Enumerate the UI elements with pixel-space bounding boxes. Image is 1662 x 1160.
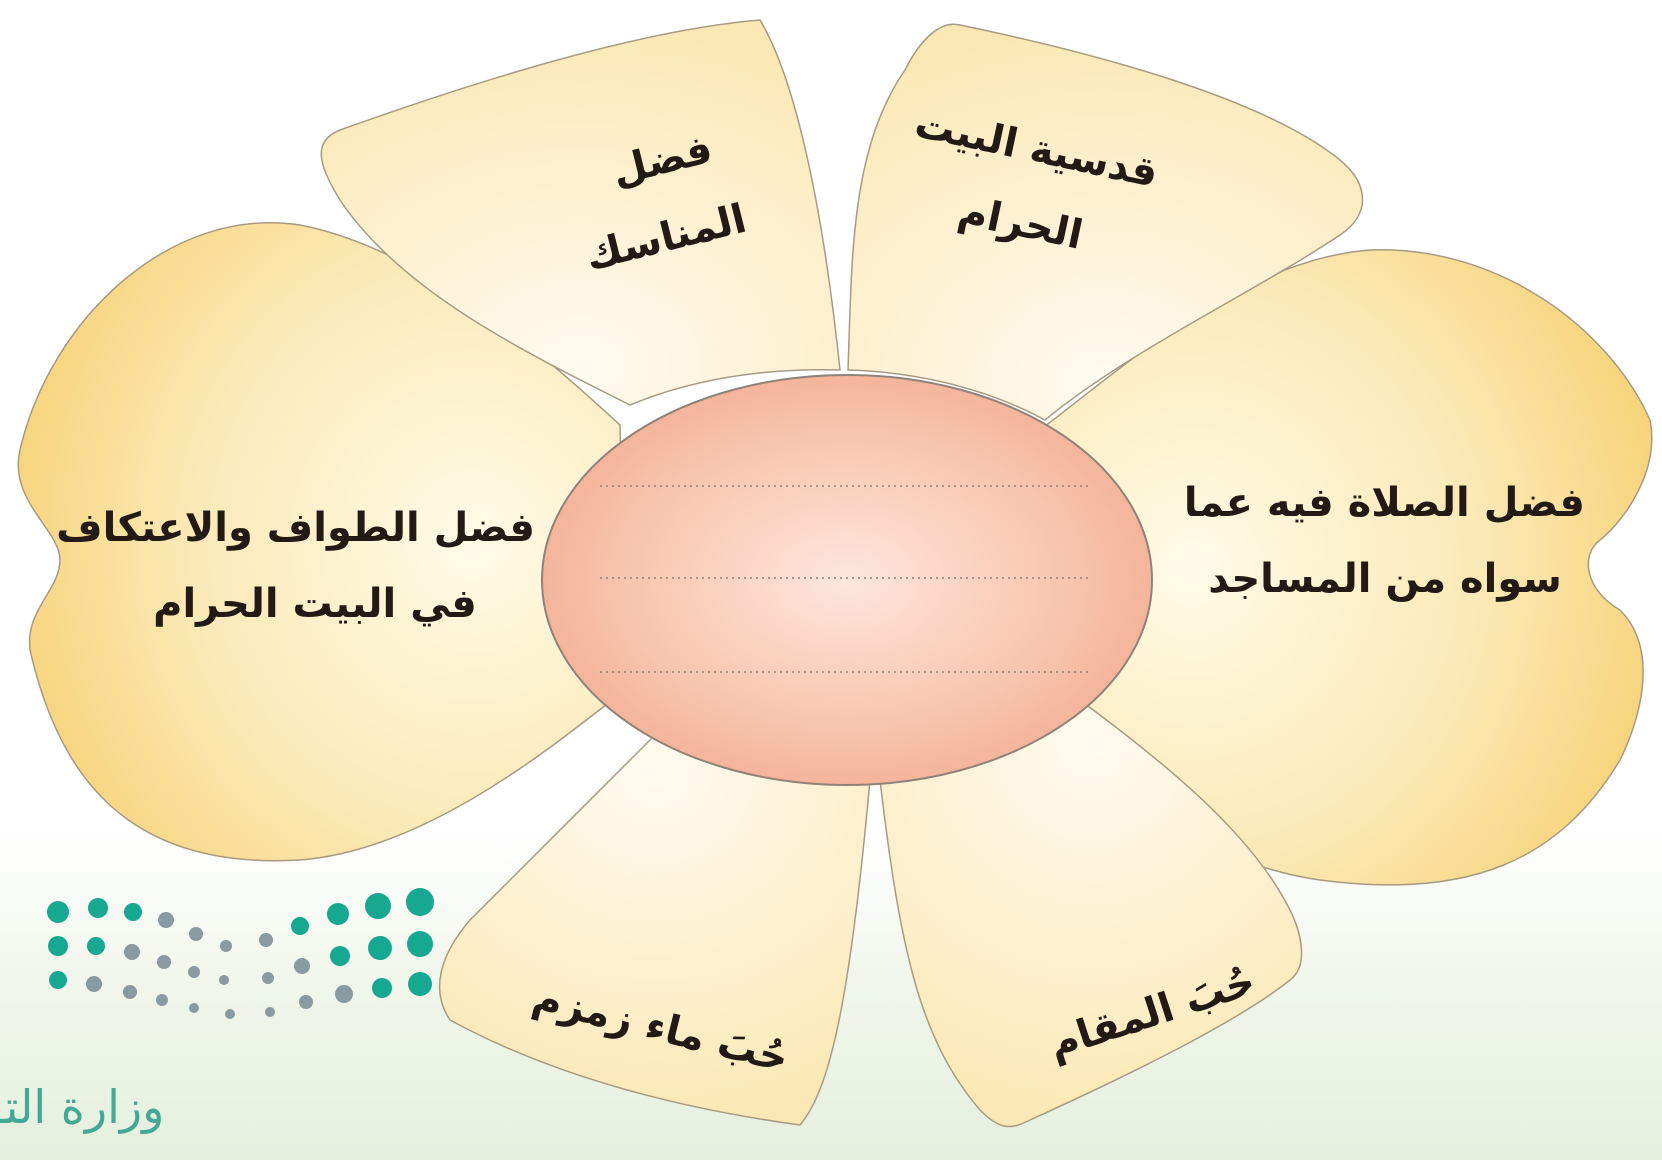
petal-right-line-2: سواه من المساجد — [1208, 556, 1562, 602]
petal-left-line-2: في البيت الحرام — [153, 581, 477, 627]
petal-top-right — [847, 23, 1364, 421]
petal-bottom-left — [438, 734, 871, 1126]
center-circle — [541, 374, 1153, 786]
ministry-logo-icon — [47, 888, 434, 1019]
petal-right-line-1: فضل الصلاة فيه عما — [1183, 480, 1585, 526]
petal-left-line-1: فضل الطواف والاعتكاف — [56, 505, 535, 551]
petal-top-left — [320, 19, 841, 406]
petal-right-text: فضل الصلاة فيه عما سواه من المساجد — [1183, 465, 1585, 617]
petal-left — [17, 222, 626, 862]
ministry-logo-text: وزارة التـ — [0, 1080, 165, 1134]
petal-right — [1039, 249, 1653, 886]
petal-left-text: فضل الطواف والاعتكاف في البيت الحرام — [56, 490, 535, 642]
